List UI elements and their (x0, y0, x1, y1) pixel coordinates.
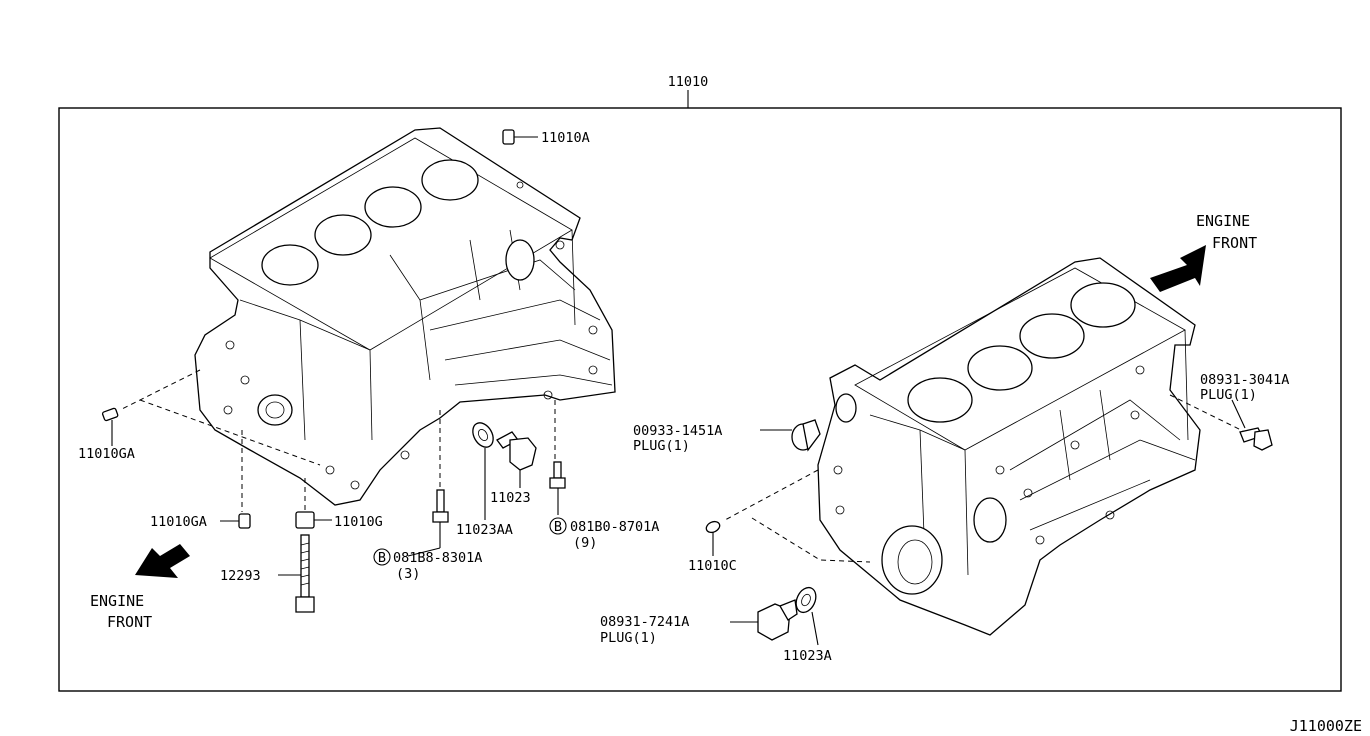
engine-front-arrow-right (1150, 245, 1206, 292)
stud-12293[interactable] (278, 534, 315, 613)
callout-11023A[interactable]: 11023A (783, 648, 832, 664)
plug1-description: PLUG(1) (633, 438, 690, 454)
washer-11023AA[interactable] (469, 419, 498, 520)
bolt2-part-number[interactable]: 081B0-8701A (570, 519, 659, 535)
dowel-11010GA-bottom[interactable] (220, 513, 251, 529)
callout-11010A[interactable]: 11010A (541, 130, 590, 146)
bolt2-code-circle (549, 517, 567, 535)
dowel-11010A[interactable] (502, 129, 538, 145)
callout-11010GA-bottom[interactable]: 11010GA (150, 514, 207, 530)
plug2-part-number[interactable]: 08931-3041A (1200, 372, 1289, 388)
callout-12293[interactable]: 12293 (220, 568, 261, 584)
left-cylinder-block[interactable] (194, 127, 616, 506)
bolt2-quantity: (9) (573, 535, 597, 551)
bolt1-code-circle (373, 548, 391, 566)
right-cylinder-block[interactable] (817, 257, 1201, 636)
bolt-081B0-8701A[interactable] (549, 461, 566, 515)
plug-08931-3041A[interactable] (1231, 399, 1273, 451)
plug3-description: PLUG(1) (600, 630, 657, 646)
bolt1-part-number[interactable]: 081B8-8301A (393, 550, 482, 566)
callout-11010C[interactable]: 11010C (688, 558, 737, 574)
callout-11023AA[interactable]: 11023AA (456, 522, 513, 538)
figure-code: J11000ZE (1290, 717, 1362, 735)
bolt1-code: B (378, 550, 386, 566)
dowel-11010G[interactable] (295, 511, 332, 529)
bolt-081B8-8301A[interactable] (407, 489, 449, 557)
engine-front-left-line2: FRONT (107, 613, 152, 631)
main-part-number[interactable]: 11010 (668, 74, 709, 90)
washer-11023A[interactable] (792, 584, 819, 646)
plug3-part-number[interactable]: 08931-7241A (600, 614, 689, 630)
callout-11010G[interactable]: 11010G (334, 514, 383, 530)
plug-08931-7241A[interactable] (730, 599, 798, 641)
dowel-11010GA-left[interactable] (101, 407, 119, 446)
plug1-part-number[interactable]: 00933-1451A (633, 423, 722, 439)
dowel-11010C[interactable] (705, 520, 722, 556)
bolt1-quantity: (3) (396, 566, 420, 582)
engine-front-left-line1: ENGINE (90, 592, 144, 610)
bolt2-code: B (554, 519, 562, 535)
callout-11010GA-left[interactable]: 11010GA (78, 446, 135, 462)
engine-front-right-line2: FRONT (1212, 234, 1257, 252)
engine-front-arrow-left (135, 544, 190, 578)
plug-11023[interactable] (496, 431, 537, 488)
plug2-description: PLUG(1) (1200, 387, 1257, 403)
engine-front-right-line1: ENGINE (1196, 212, 1250, 230)
diagram-frame (58, 107, 1342, 692)
callout-11023[interactable]: 11023 (490, 490, 531, 506)
plug-00933-1451A[interactable] (760, 419, 821, 452)
